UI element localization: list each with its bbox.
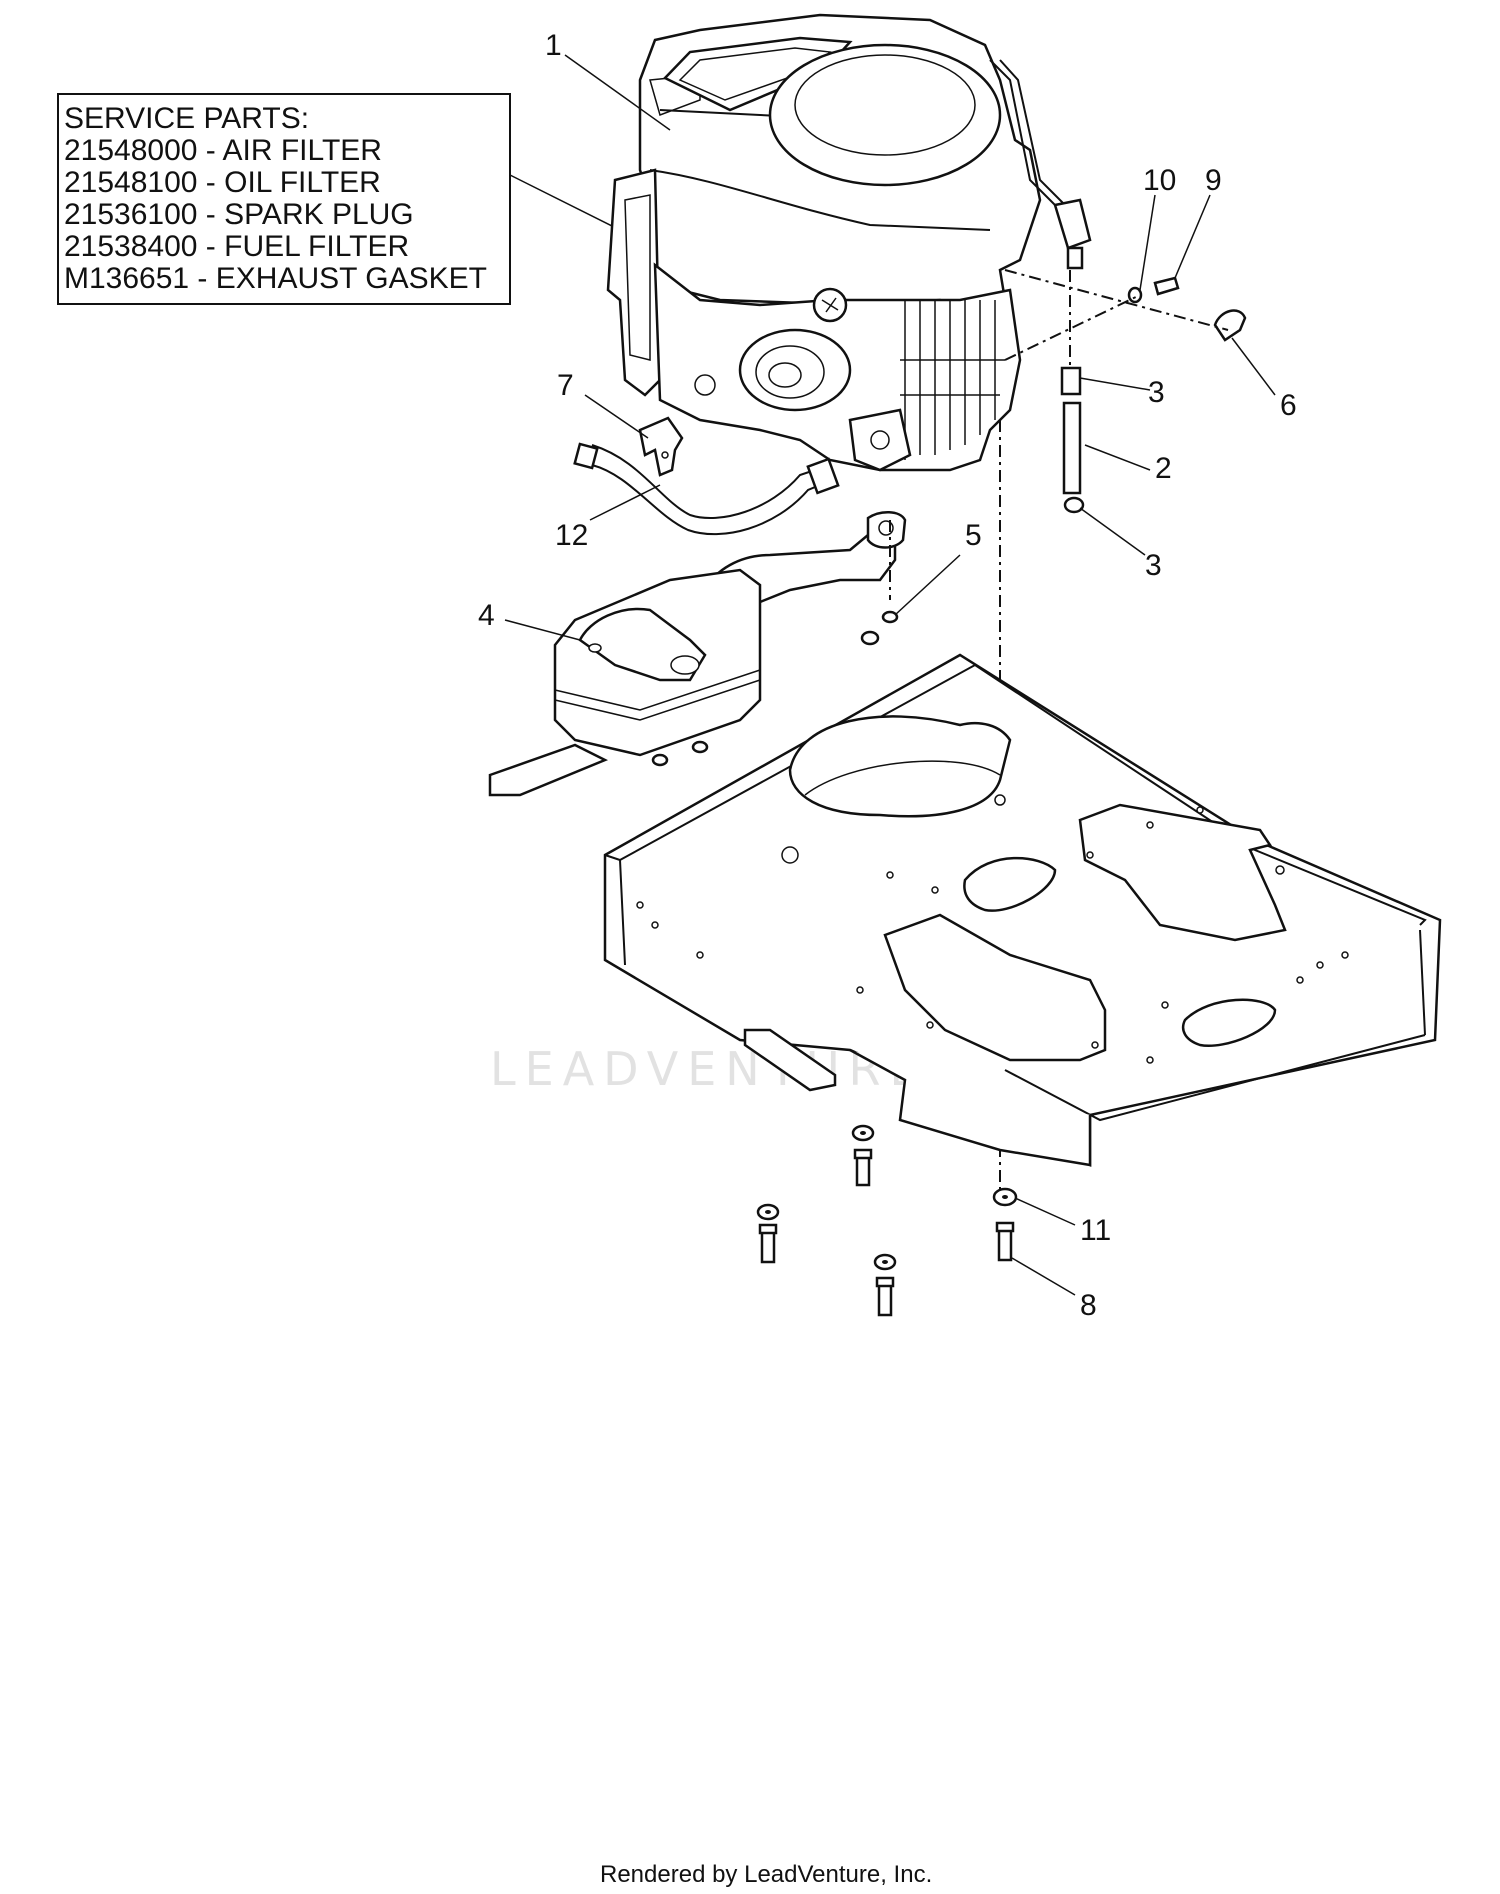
callout-7: 7 — [557, 369, 574, 402]
muffler-nuts — [651, 610, 899, 767]
callout-11: 11 — [1080, 1214, 1111, 1247]
callout-5: 5 — [965, 519, 982, 552]
callout-4: 4 — [478, 599, 495, 632]
callout-9: 9 — [1205, 164, 1222, 197]
service-parts-heading: SERVICE PARTS: — [64, 102, 309, 135]
callout-6: 6 — [1280, 389, 1297, 422]
hose-part-12 — [573, 442, 840, 536]
bolt-and-washer — [1127, 276, 1180, 304]
bottom-hardware — [756, 1124, 1018, 1317]
service-parts-box: SERVICE PARTS: 21548000 - AIR FILTER 215… — [57, 93, 661, 305]
leader-lines — [504, 54, 1276, 1296]
callout-8: 8 — [1080, 1289, 1097, 1322]
callout-3-bottom: 3 — [1145, 549, 1162, 582]
bracket-part-7 — [638, 416, 684, 477]
callout-12: 12 — [555, 519, 588, 552]
callout-1: 1 — [545, 29, 562, 62]
service-part-oil-filter: 21548100 - OIL FILTER — [64, 166, 381, 199]
chassis-plate — [603, 653, 1442, 1168]
bracket-hole — [661, 451, 669, 459]
watermark-text: LEADVENTURE — [490, 1042, 928, 1096]
clamp-part-6 — [1213, 309, 1247, 342]
footer-credit: Rendered by LeadVenture, Inc. — [600, 1861, 932, 1888]
callout-3-top: 3 — [1148, 376, 1165, 409]
service-part-fuel-filter: 21538400 - FUEL FILTER — [64, 230, 409, 263]
service-part-air-filter: 21548000 - AIR FILTER — [64, 134, 382, 167]
spacer-parts — [1060, 366, 1085, 514]
service-part-spark-plug: 21536100 - SPARK PLUG — [64, 198, 414, 231]
service-part-exhaust-gasket: M136651 - EXHAUST GASKET — [64, 262, 487, 295]
callout-10: 10 — [1143, 164, 1176, 197]
muffler-part-4 — [488, 511, 907, 797]
callout-2: 2 — [1155, 452, 1172, 485]
engine-drawing — [606, 13, 1092, 472]
